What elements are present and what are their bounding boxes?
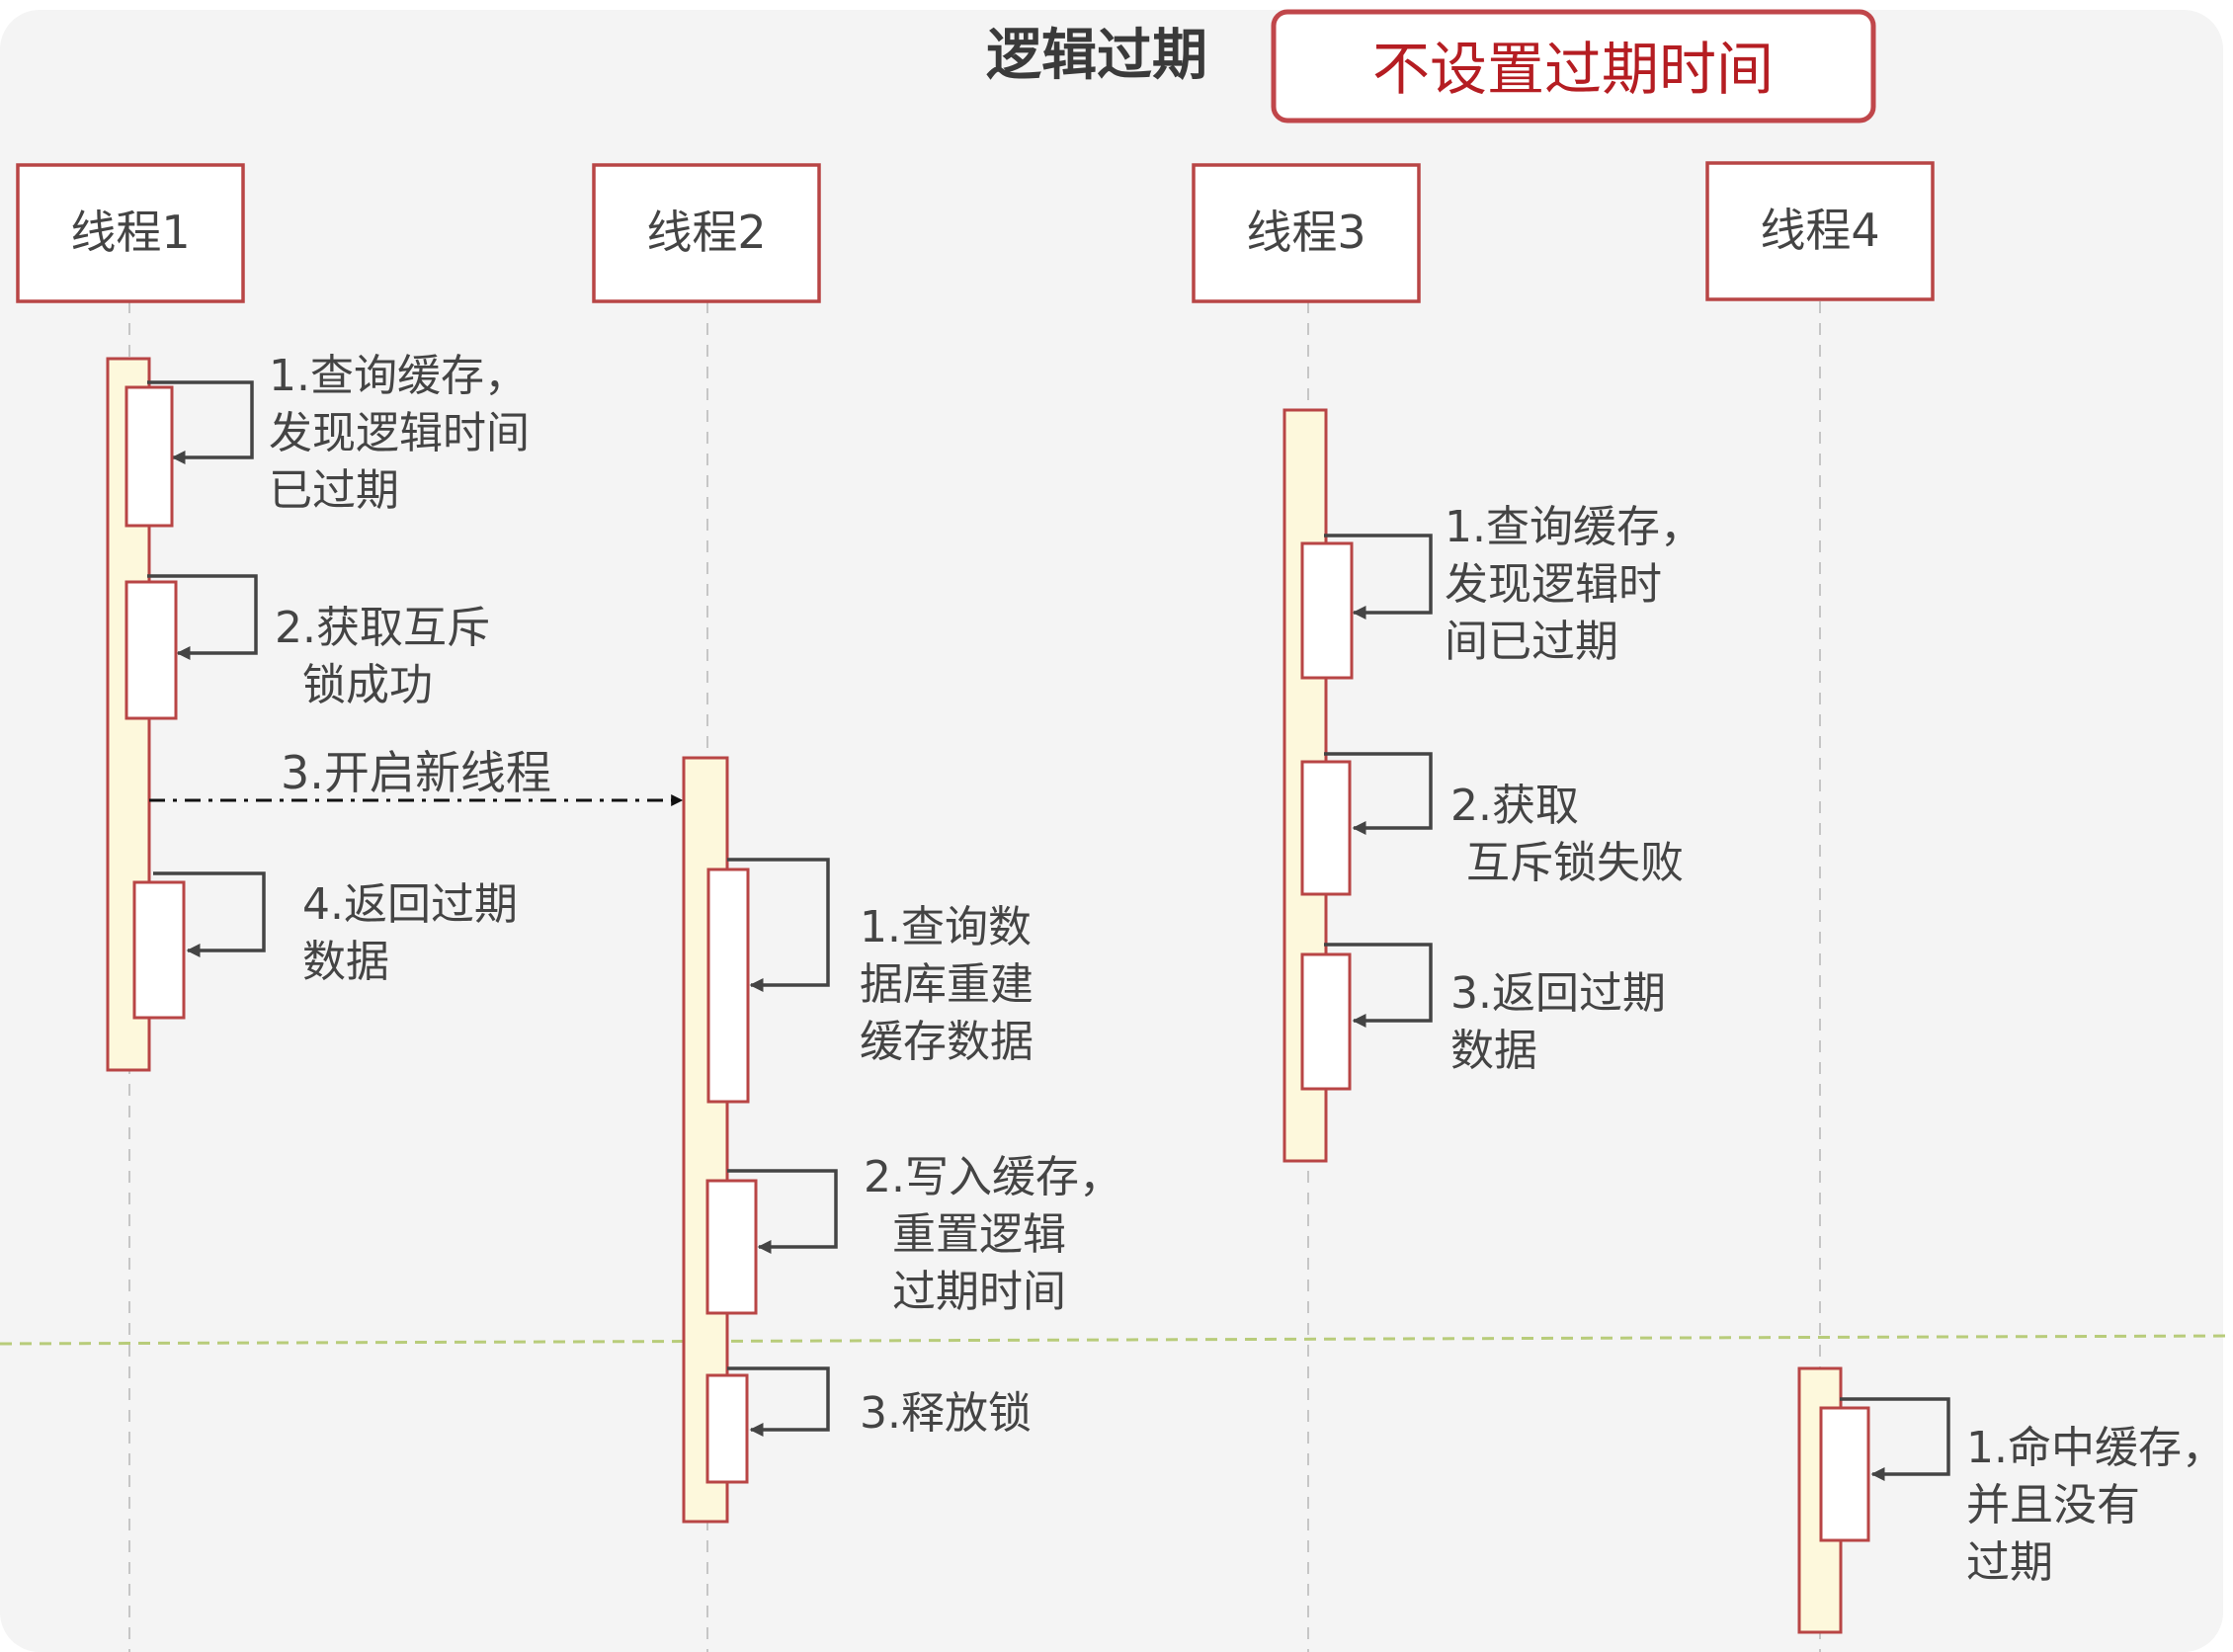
- step-label-line: 并且没有: [1966, 1480, 2140, 1530]
- step-label-line: 3.返回过期: [1450, 968, 1666, 1019]
- step-label-line: 重置逻辑: [892, 1209, 1066, 1260]
- step-label-line: 2.获取: [1450, 781, 1579, 831]
- diagram-title: 逻辑过期: [986, 24, 1207, 88]
- message-label: 3.开启新线程: [281, 746, 551, 799]
- step-label-line: 数据: [1450, 1026, 1537, 1076]
- self-call-thread1-step1: 1.查询缓存， 发现逻辑时间 已过期: [124, 351, 543, 528]
- step-label-line: 缓存数据: [860, 1017, 1034, 1067]
- self-call-thread1-step2: 2.获取互斥 锁成功: [124, 574, 504, 720]
- svg-text:1.查询数 据库重建 缓存数据: 1.查询数 据库重建 缓存数据: [860, 902, 1047, 1067]
- step-label-line: 3.释放锁: [860, 1388, 1032, 1439]
- step-label-line: 数据: [302, 937, 389, 987]
- step-label-line: 1.查询数: [860, 902, 1032, 952]
- step-label-line: 过期时间: [892, 1267, 1066, 1317]
- step-label-line: 已过期: [269, 465, 399, 516]
- self-call-thread4-step1: 1.命中缓存， 并且没有 过期: [1819, 1397, 2233, 1588]
- participant-label: 线程2: [646, 206, 766, 259]
- step-label-line: 锁成功: [302, 660, 433, 710]
- svg-text:3.返回过期 数据: 3.返回过期 数据: [1450, 968, 1680, 1076]
- participant-label: 线程1: [70, 206, 190, 259]
- participant-label: 线程4: [1760, 204, 1879, 257]
- step-label-line: 发现逻辑时间: [269, 408, 530, 458]
- step-label-line: 1.命中缓存，: [1966, 1423, 2225, 1473]
- self-call-thread3-step3: 3.返回过期 数据: [1300, 943, 1680, 1091]
- diagram-background: [0, 10, 2223, 1652]
- svg-text:2.写入缓存， 重置逻辑 过期时间: 2.写入缓存， 重置逻辑 过期时间: [864, 1152, 1136, 1317]
- step-label-line: 2.获取互斥: [275, 603, 490, 653]
- self-call-thread1-step4: 4.返回过期 数据: [132, 871, 532, 1020]
- svg-text:1.查询缓存， 发现逻辑时间 已过期: 1.查询缓存， 发现逻辑时间 已过期: [269, 351, 543, 516]
- svg-text:3.释放锁: 3.释放锁: [860, 1388, 1032, 1439]
- participant-thread2: 线程2: [592, 163, 821, 303]
- separator-line: [0, 1334, 2233, 1346]
- self-call-thread3-step2: 2.获取 互斥锁失败: [1300, 752, 1684, 896]
- async-message-start-thread: 3.开启新线程: [149, 746, 684, 806]
- participant-thread4: 线程4: [1705, 161, 1935, 301]
- self-call-thread2-step1: 1.查询数 据库重建 缓存数据: [706, 858, 1047, 1104]
- participant-thread3: 线程3: [1192, 163, 1421, 303]
- note-box: [1271, 9, 1876, 124]
- svg-text:4.返回过期 数据: 4.返回过期 数据: [302, 879, 532, 987]
- step-label-line: 间已过期: [1445, 617, 1618, 667]
- step-label-line: 2.写入缓存，: [864, 1152, 1122, 1202]
- svg-text:2.获取互斥 锁成功: 2.获取互斥 锁成功: [275, 603, 504, 710]
- svg-text:2.获取 互斥锁失败: 2.获取 互斥锁失败: [1450, 781, 1684, 888]
- svg-text:1.查询缓存， 发现逻辑时 间已过期: 1.查询缓存， 发现逻辑时 间已过期: [1445, 502, 1717, 667]
- step-label-line: 过期: [1966, 1537, 2053, 1588]
- self-call-thread2-step3: 3.释放锁: [705, 1366, 1032, 1484]
- step-label-line: 发现逻辑时: [1445, 559, 1662, 610]
- step-label-line: 互斥锁失败: [1466, 838, 1684, 888]
- self-call-thread2-step2: 2.写入缓存， 重置逻辑 过期时间: [705, 1152, 1136, 1317]
- step-label-line: 4.返回过期: [302, 879, 518, 930]
- step-label-line: 据库重建: [860, 959, 1034, 1010]
- note-text: 不设置过期时间: [1372, 36, 1774, 103]
- participant-thread1: 线程1: [16, 163, 245, 303]
- step-label-line: 1.查询缓存，: [1445, 502, 1703, 552]
- step-label-line: 1.查询缓存，: [269, 351, 528, 401]
- svg-text:1.命中缓存， 并且没有 过期: 1.命中缓存， 并且没有 过期: [1966, 1423, 2233, 1588]
- participant-label: 线程3: [1246, 206, 1365, 259]
- self-call-thread3-step1: 1.查询缓存， 发现逻辑时 间已过期: [1300, 502, 1717, 680]
